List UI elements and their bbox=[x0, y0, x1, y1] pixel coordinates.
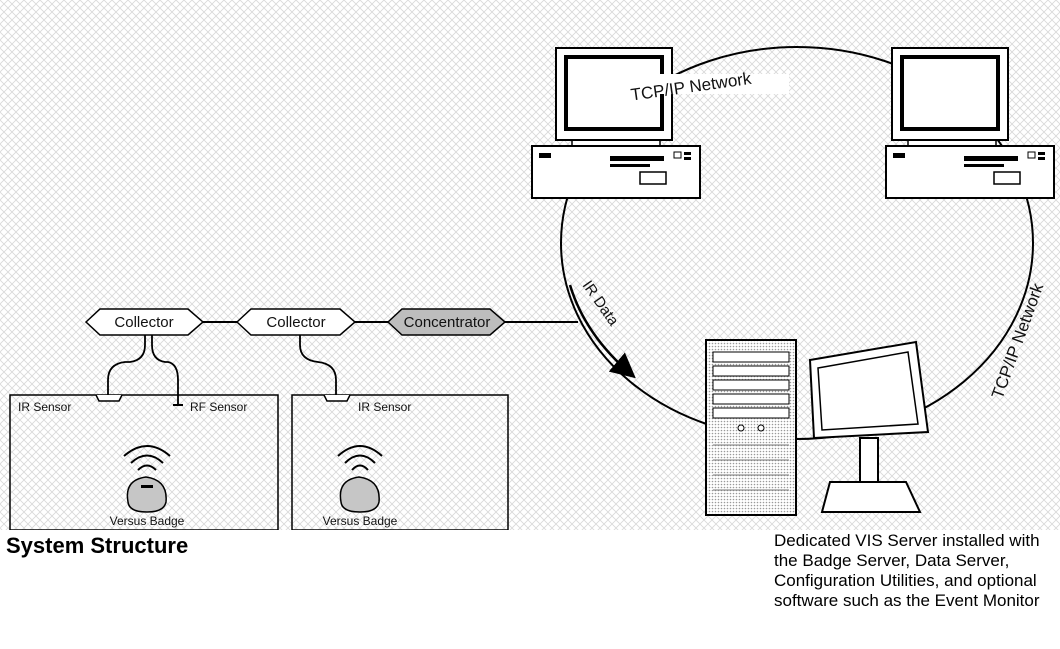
system-structure-diagram: TCP/IP Network TCP/IP Network IR Data Co… bbox=[0, 0, 1060, 530]
room-2-ir-cable bbox=[299, 335, 337, 398]
collector-1 bbox=[84, 308, 205, 336]
concentrator bbox=[386, 308, 507, 336]
room-2-ir-sensor bbox=[323, 394, 351, 402]
vis-server bbox=[705, 339, 930, 516]
room-1-rf-sensor-label: RF Sensor bbox=[190, 400, 247, 414]
server-monitor-base bbox=[820, 481, 922, 513]
collector-1-label: Collector bbox=[114, 314, 173, 331]
room-1-ir-cable bbox=[107, 335, 146, 398]
room-1-ir-sensor bbox=[95, 394, 123, 402]
room-2-ir-sensor-label: IR Sensor bbox=[358, 400, 411, 414]
room-1-ir-sensor-label: IR Sensor bbox=[18, 400, 71, 414]
ir-data-arrow bbox=[568, 284, 636, 379]
room-1-badge-label: Versus Badge bbox=[110, 514, 185, 528]
collector-2 bbox=[235, 308, 357, 336]
collector-2-label: Collector bbox=[266, 314, 325, 331]
server-monitor-screen bbox=[817, 351, 919, 431]
diagram-title: System Structure bbox=[6, 533, 189, 558]
workstation-right-screen bbox=[900, 55, 1000, 131]
server-description: Dedicated VIS Server installed with the … bbox=[774, 531, 1040, 610]
room-1-rf-cable bbox=[151, 335, 179, 405]
room-2-badge bbox=[337, 445, 383, 513]
room-2 bbox=[291, 394, 509, 530]
workstation-left-case bbox=[531, 145, 701, 199]
room-1-badge bbox=[123, 445, 171, 513]
concentrator-label: Concentrator bbox=[404, 314, 491, 331]
workstation-right bbox=[885, 47, 1055, 199]
room-2-badge-label: Versus Badge bbox=[323, 514, 398, 528]
workstation-right-case bbox=[885, 145, 1055, 199]
server-monitor-neck bbox=[859, 437, 879, 483]
